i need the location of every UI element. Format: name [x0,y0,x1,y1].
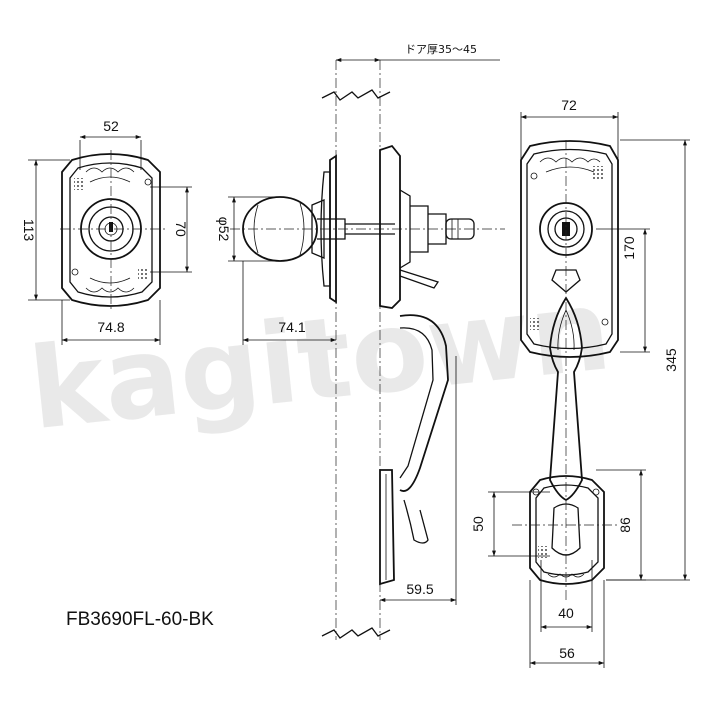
model-number: FB3690FL-60-BK [66,609,214,630]
door-thickness-dimension: ドア厚35～45 [335,43,500,62]
lower-plate-inner-width-dimension: 40 [540,560,593,632]
inside-top-width-dimension: 72 [520,97,619,160]
inside-escutcheon-side [379,144,475,586]
front-height-label: 113 [21,219,37,242]
lower-plate-width-dimension: 56 [529,580,605,668]
break-line-bottom [321,627,391,639]
inside-top-width-label: 72 [561,97,577,113]
front-height-dimension: 113 [21,159,70,301]
break-line-top [321,89,391,101]
total-height-dimension: 345 [606,139,690,581]
inside-top-height-label: 170 [621,236,637,260]
handle-projection-label: 59.5 [406,581,433,597]
total-height-label: 345 [663,348,679,372]
lower-plate-height-label: 86 [617,517,633,533]
front-width-label: 52 [103,118,119,134]
inside-top-height-dimension: 170 [596,228,650,353]
handle-projection-dimension: 59.5 [379,356,457,605]
knob-projection-dimension: 74.1 [242,261,337,345]
lower-plate-inner-label: 50 [470,516,486,532]
knob-diameter-dimension: φ52 [216,196,282,262]
front-cylinder-dimension: 70 [150,186,192,273]
front-width-dimension: 52 [79,118,142,170]
knob-diameter-label: φ52 [216,217,232,242]
front-cylinder-label: 70 [173,221,189,237]
door-thickness-label: ドア厚35～45 [405,43,477,56]
knob-projection-label: 74.1 [278,319,305,335]
lower-plate-height-dimension: 86 [596,469,646,581]
lower-plate-inner-dimension: 50 [470,491,550,557]
front-base-width-dimension: 74.8 [61,300,161,345]
lower-plate-width-label: 56 [559,645,575,661]
front-base-width-label: 74.8 [97,319,124,335]
lower-plate-inner-width-label: 40 [558,605,574,621]
